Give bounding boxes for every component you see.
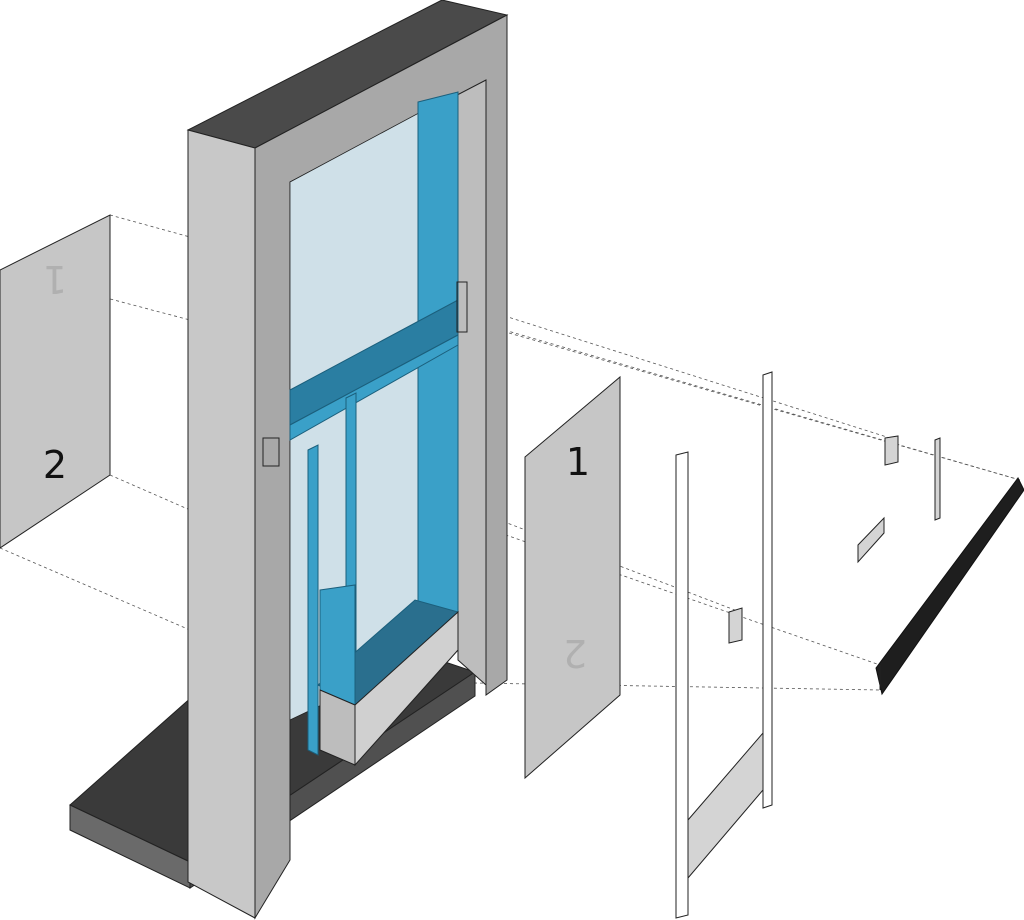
wall-frame [186,0,509,920]
panel-middle-front-label: 1 [566,440,590,484]
panel-middle: 1 2 [524,375,621,780]
panel-middle-back-label: 2 [563,631,587,675]
projection-lines [0,214,1021,691]
panel-left-front-label: 2 [43,443,67,487]
window-frame [262,91,468,767]
sash-frames [675,371,941,919]
right-slab [875,477,1024,696]
panel-left-back-label: 1 [43,257,67,301]
panel-left: 1 2 [0,214,111,549]
